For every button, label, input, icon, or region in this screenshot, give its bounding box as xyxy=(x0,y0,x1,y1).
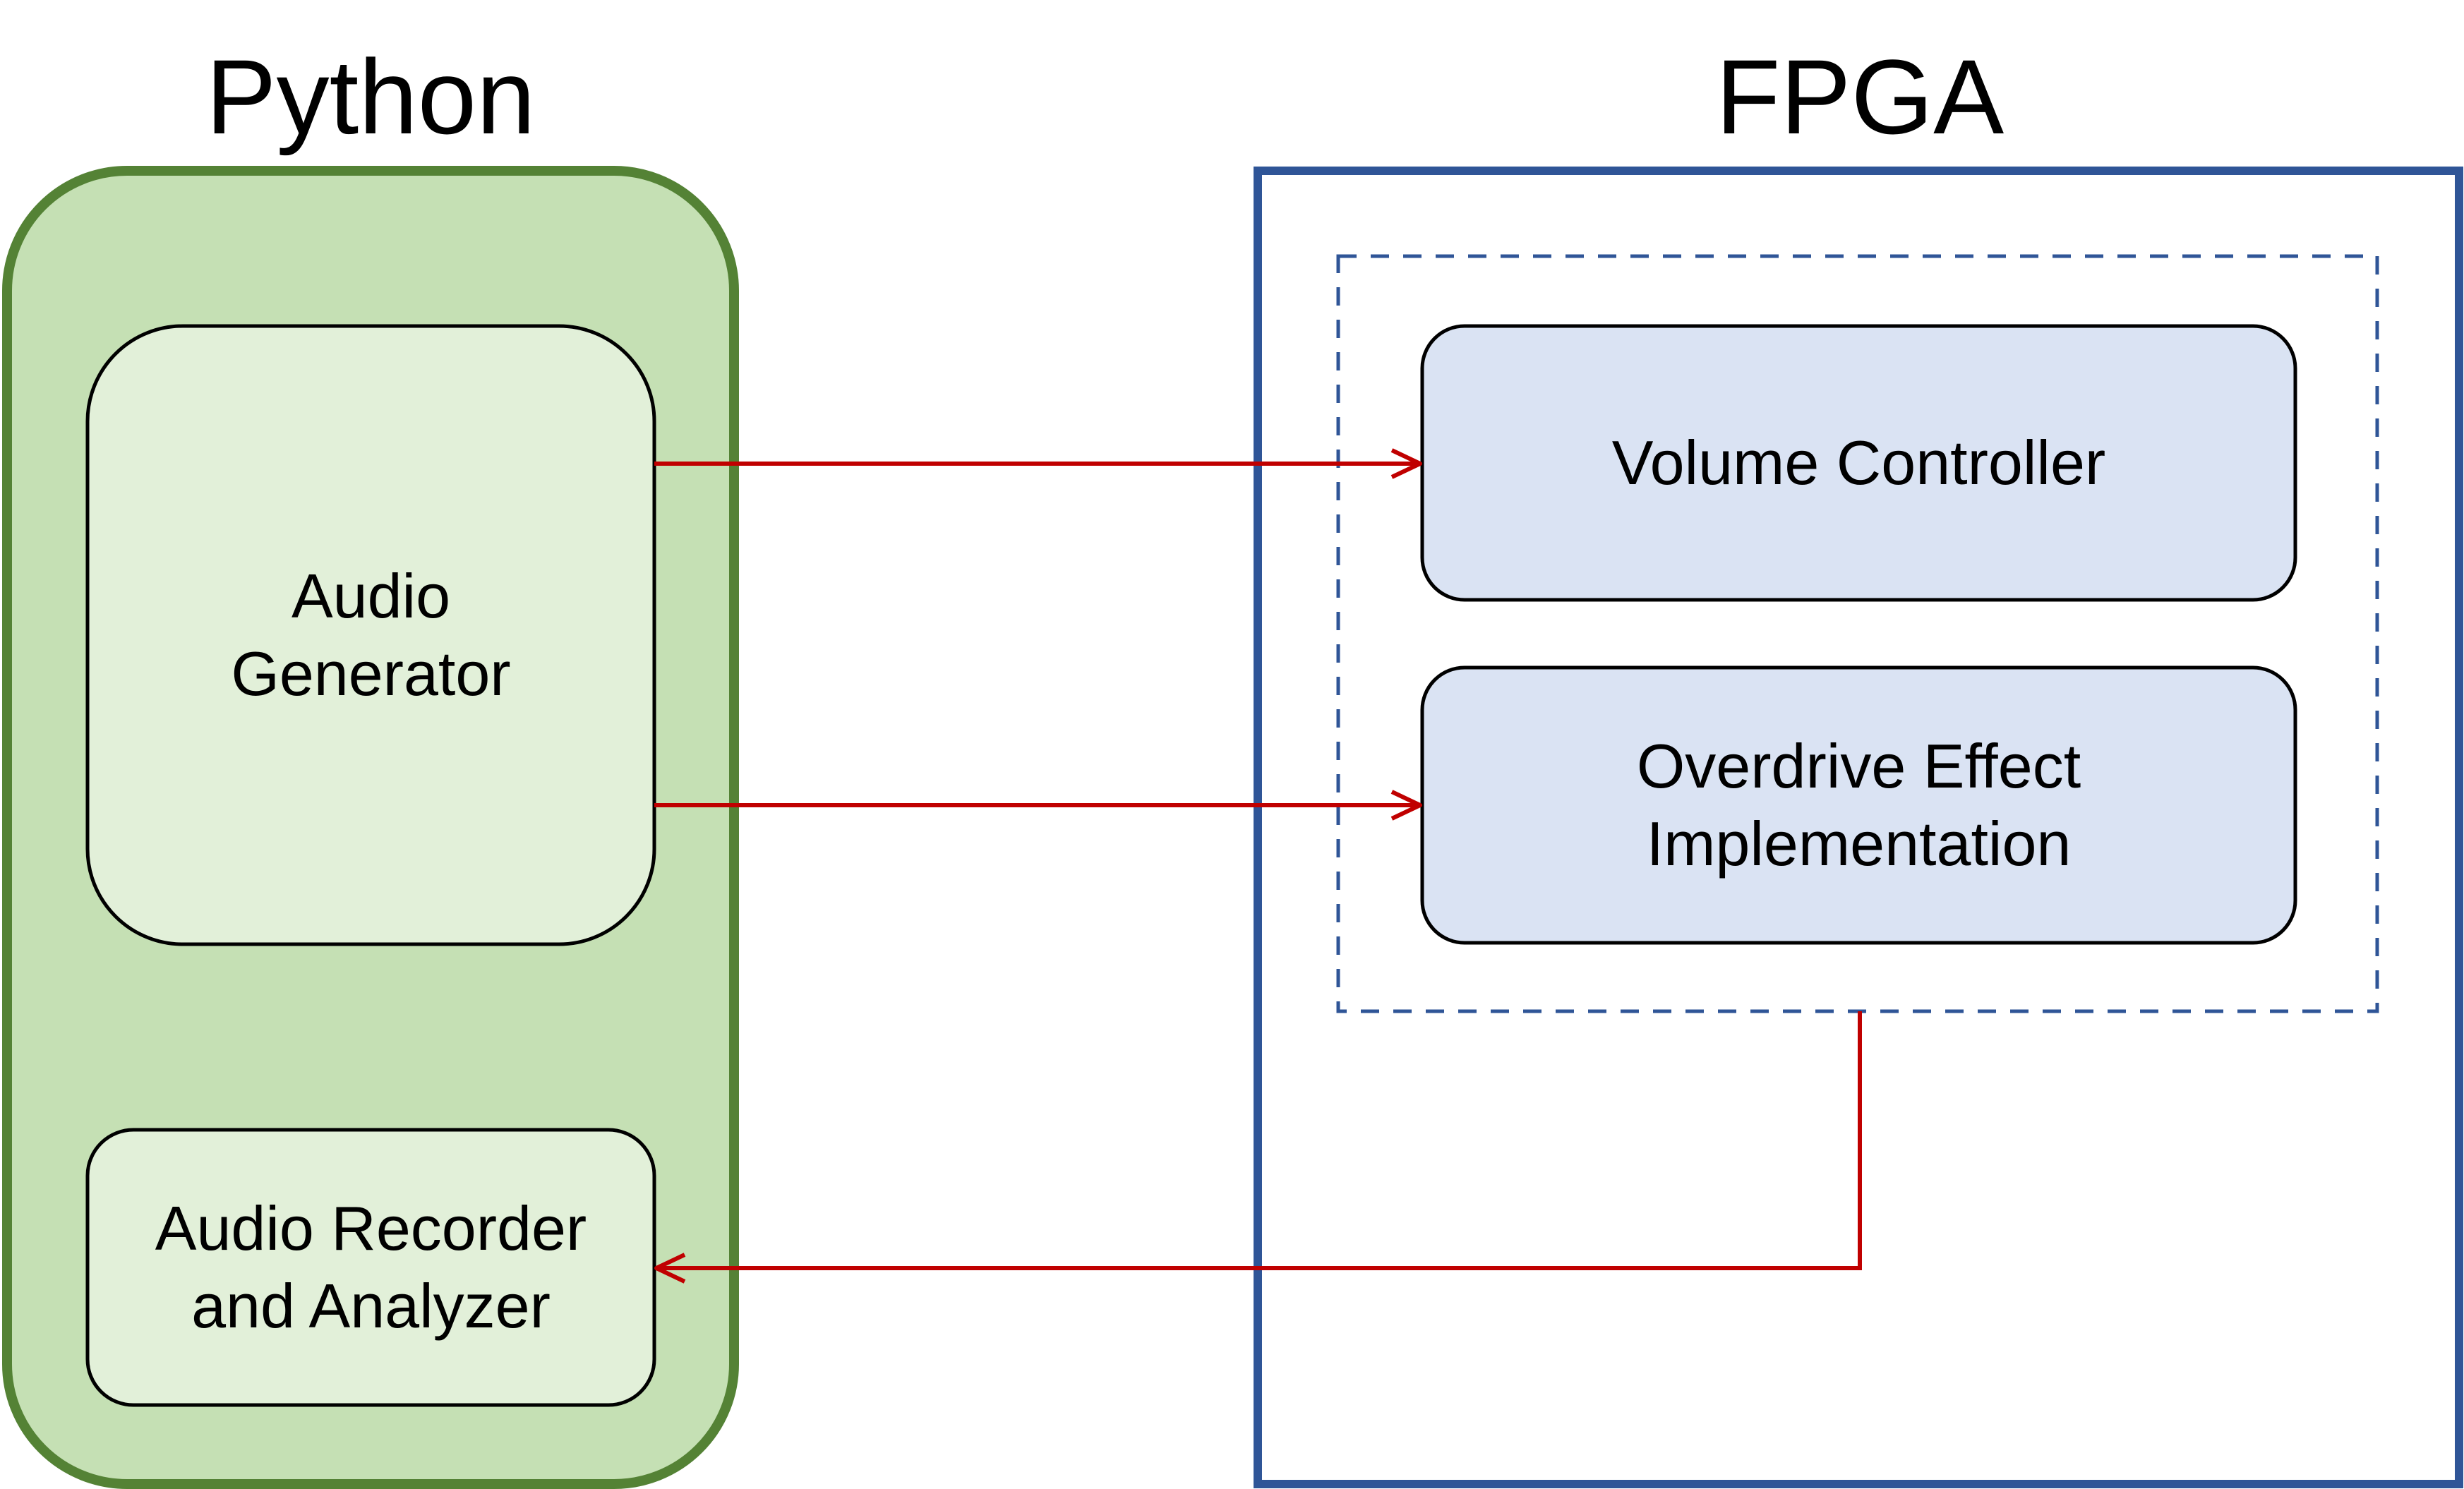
audio-generator-block xyxy=(85,324,656,946)
audio-recorder-label-line1: Audio Recorder xyxy=(155,1193,587,1263)
audio-recorder-label: Audio Recorder and Analyzer xyxy=(88,1130,654,1405)
audio-recorder-block xyxy=(85,1128,656,1407)
volume-controller-block xyxy=(1420,324,2297,602)
overdrive-effect-label: Overdrive Effect Implementation xyxy=(1422,668,2295,943)
arrow-fpga-to-recorder xyxy=(654,1011,1862,1284)
volume-controller-label: Volume Controller xyxy=(1422,326,2295,600)
overdrive-effect-label-line2: Implementation xyxy=(1646,809,2072,879)
fpga-title: FPGA xyxy=(1715,37,2005,156)
arrow-generator-to-volume xyxy=(654,448,1422,479)
audio-recorder-label-line2: and Analyzer xyxy=(191,1271,551,1341)
overdrive-effect-label-line1: Overdrive Effect xyxy=(1636,731,2081,801)
audio-generator-label-line1: Audio xyxy=(291,561,451,631)
arrow-generator-to-overdrive xyxy=(654,790,1422,821)
audio-generator-label-line2: Generator xyxy=(231,639,511,709)
python-title: Python xyxy=(205,37,536,156)
volume-controller-label-line1: Volume Controller xyxy=(1611,428,2106,498)
audio-generator-label: Audio Generator xyxy=(88,326,654,944)
